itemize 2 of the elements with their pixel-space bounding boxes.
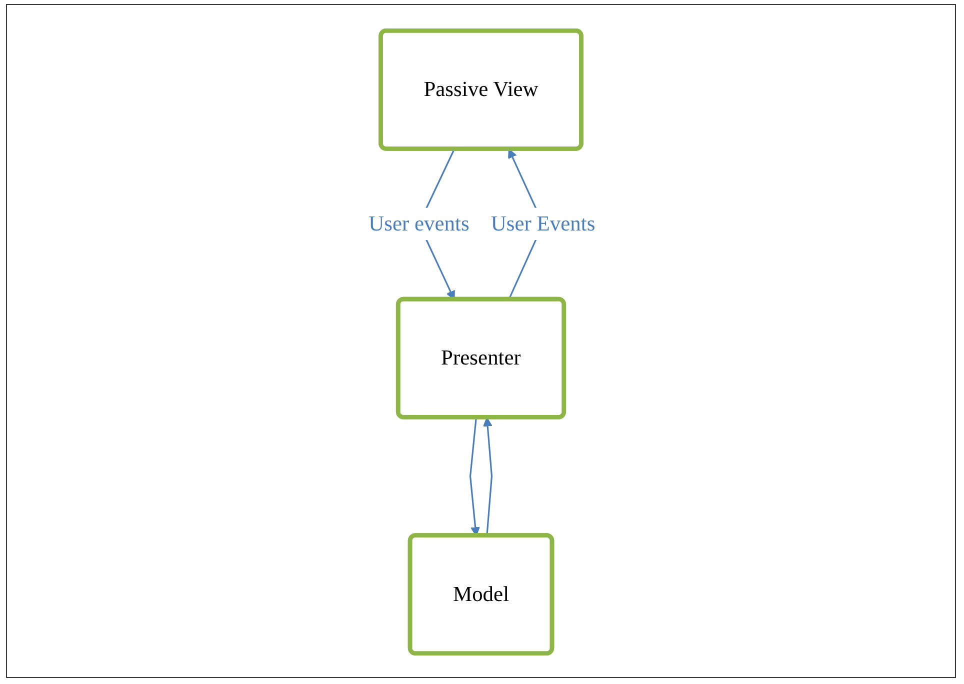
edge-label: User events bbox=[368, 212, 470, 236]
edge-label: User Events bbox=[490, 212, 596, 236]
